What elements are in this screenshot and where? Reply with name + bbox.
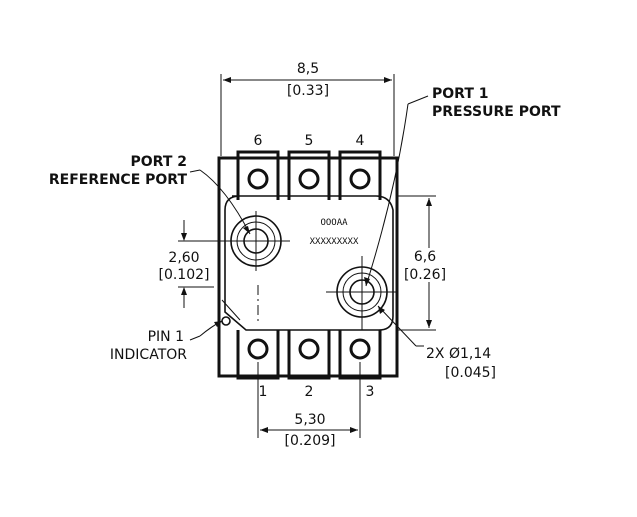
pin-label-1: 1 xyxy=(259,384,268,400)
top-pins: 6 5 4 xyxy=(236,133,382,200)
pin-label-5: 5 xyxy=(305,133,314,149)
pitch-span-dimension: 5,30 [0.209] xyxy=(257,362,361,449)
port-diameter-callout: 2X Ø1,14 [0.045] xyxy=(377,305,496,381)
pitch-span-in: [0.209] xyxy=(284,433,335,449)
height-dimension: 6,6 [0.26] xyxy=(396,195,446,331)
port-offset-in: [0.102] xyxy=(158,267,209,283)
port1-label-line2: PRESSURE PORT xyxy=(432,104,561,120)
marking-line-1: OOOAA xyxy=(320,218,348,228)
pin-label-3: 3 xyxy=(366,384,375,400)
pin-label-6: 6 xyxy=(254,133,263,149)
port-diameter-in: [0.045] xyxy=(445,365,496,381)
height-in: [0.26] xyxy=(404,267,446,283)
marking-line-2: XXXXXXXXX xyxy=(310,237,359,247)
top-width-in: [0.33] xyxy=(287,83,329,99)
port1-label-line1: PORT 1 xyxy=(432,86,488,102)
pin-5 xyxy=(287,150,331,200)
bottom-pins: 1 2 3 xyxy=(236,330,382,400)
pin-label-4: 4 xyxy=(356,133,365,149)
port-diameter-mm: 2X Ø1,14 xyxy=(426,346,491,362)
port-1-callout: PORT 1 PRESSURE PORT xyxy=(364,86,561,287)
pin-label-2: 2 xyxy=(305,384,314,400)
top-width-mm: 8,5 xyxy=(297,61,319,77)
pin-2 xyxy=(287,330,331,380)
pin1-indicator-dot xyxy=(221,316,231,326)
pin-6 xyxy=(236,150,280,200)
package-body xyxy=(217,156,399,378)
pitch-span-mm: 5,30 xyxy=(294,412,325,428)
port-offset-dimension: 2,60 [0.102] xyxy=(158,220,256,308)
port-2-callout: PORT 2 REFERENCE PORT xyxy=(49,154,251,235)
port-offset-mm: 2,60 xyxy=(168,250,199,266)
height-mm: 6,6 xyxy=(414,249,436,265)
pin1-label-line2: INDICATOR xyxy=(110,347,187,363)
pin1-indicator-callout: PIN 1 INDICATOR xyxy=(110,320,223,363)
port-1-pressure xyxy=(326,256,398,330)
pin1-label-line1: PIN 1 xyxy=(148,329,184,345)
pin-4 xyxy=(338,150,382,200)
top-width-dimension: 8,5 [0.33] xyxy=(220,61,395,156)
port2-label-line2: REFERENCE PORT xyxy=(49,172,188,188)
port2-label-line1: PORT 2 xyxy=(131,154,187,170)
